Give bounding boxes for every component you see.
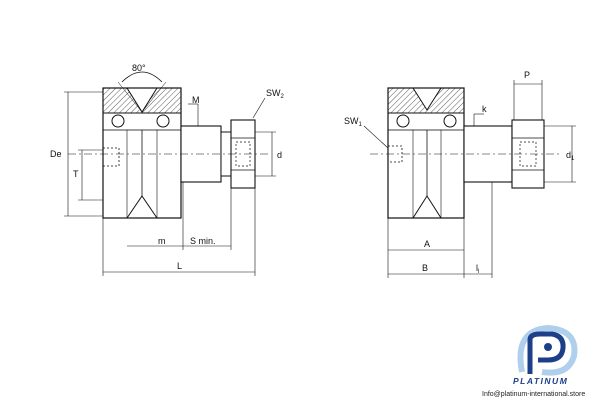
label-De: De xyxy=(50,149,62,159)
label-B: B xyxy=(422,263,428,273)
label-T: T xyxy=(73,169,79,179)
label-d1: d1 xyxy=(566,150,575,162)
angle-label: 80° xyxy=(132,63,146,73)
left-angle-dimension: 80° xyxy=(117,63,167,113)
label-L: L xyxy=(177,261,182,271)
label-k: k xyxy=(482,104,487,114)
contact-email: Info@platinum-international.store xyxy=(482,391,585,398)
label-s-min: S min. xyxy=(190,236,216,246)
label-d: d xyxy=(277,150,282,160)
label-A: A xyxy=(424,239,430,249)
right-view-roller xyxy=(370,87,560,219)
label-P: P xyxy=(524,70,530,80)
label-m: m xyxy=(158,236,166,246)
left-labels: De T M SW2 d m S min. L xyxy=(50,88,285,271)
right-dimensions xyxy=(363,80,576,278)
label-SW2: SW2 xyxy=(266,88,285,100)
label-M: M xyxy=(192,95,200,105)
logo-text: PLATINUM xyxy=(513,376,568,386)
platinum-logo xyxy=(517,324,578,376)
left-view-roller xyxy=(68,87,268,219)
label-SW1: SW1 xyxy=(344,116,363,128)
left-dimensions xyxy=(64,91,276,276)
label-l1: ll xyxy=(476,263,479,275)
right-labels: P SW1 k d1 A B ll xyxy=(344,70,575,275)
